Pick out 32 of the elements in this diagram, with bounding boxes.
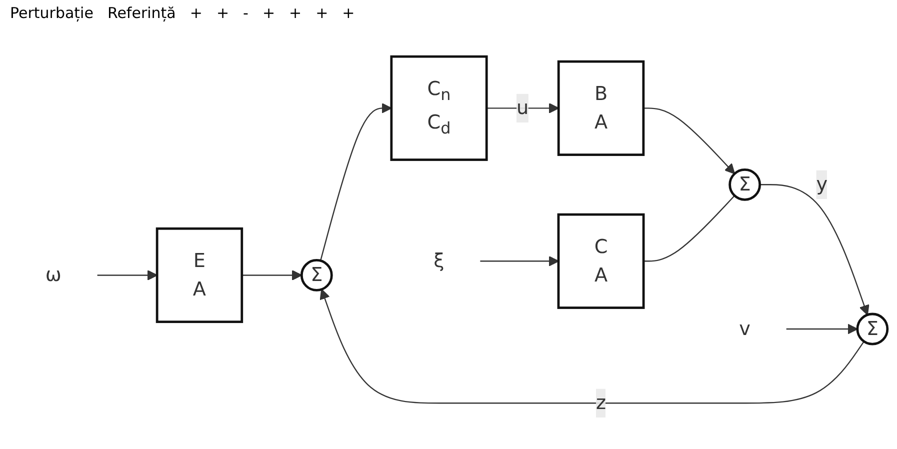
arrow (786, 324, 858, 335)
node-text: ξ (434, 250, 444, 272)
sign-label: + (262, 4, 276, 22)
node-box (156, 228, 244, 324)
sign-label: - (243, 4, 248, 22)
sign-label: + (342, 4, 355, 22)
node-text: v (739, 318, 750, 340)
node-circle (300, 260, 333, 292)
sign-label: + (289, 4, 302, 22)
node-box (557, 60, 645, 156)
node-box (390, 56, 488, 162)
node-circle (728, 168, 762, 202)
node-circle (856, 313, 889, 346)
arrow (480, 256, 559, 267)
arrow (760, 184, 870, 316)
connector (644, 196, 736, 262)
node-box (557, 214, 645, 310)
arrow (97, 270, 158, 281)
arrow (643, 108, 736, 175)
sign-label: Perturbație (10, 4, 94, 22)
arrow (242, 270, 302, 281)
node-text: ω (45, 264, 62, 286)
sign-label: + (216, 4, 230, 22)
sign-label: + (190, 4, 202, 22)
sign-label: Referință (107, 4, 176, 22)
edge-label: u (516, 96, 529, 120)
arrow (320, 103, 392, 262)
sign-label: + (316, 4, 328, 22)
block-diagram: u y z ω E A Σ C$_{n}$ C$_{d}$ B A Σ ξ C A v Σ (0, 47, 897, 428)
edge-label: z (596, 392, 606, 414)
edge-label: y (816, 173, 828, 196)
arrow (320, 289, 864, 404)
